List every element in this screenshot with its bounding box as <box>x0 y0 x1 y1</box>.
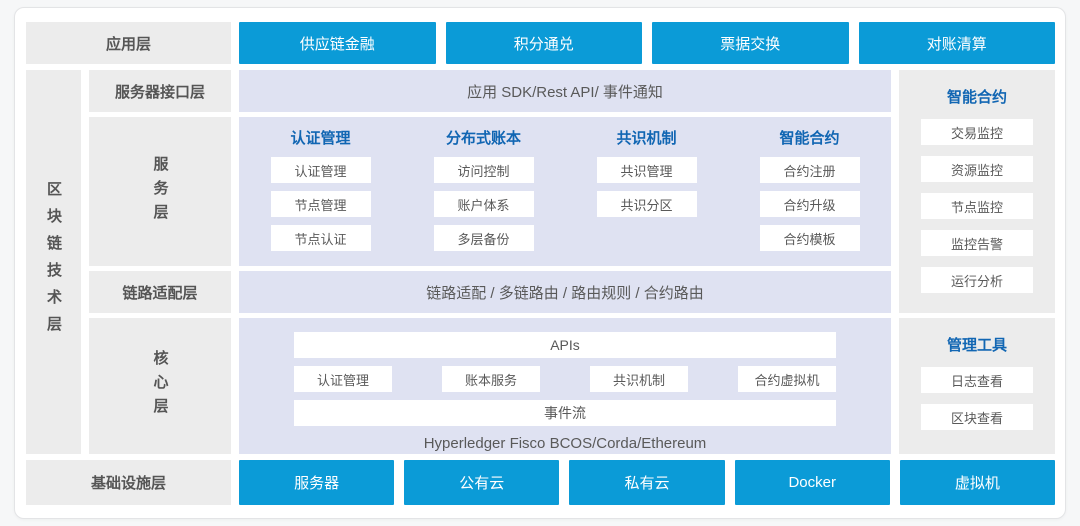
block-supply-chain-finance: 供应链金融 <box>239 22 436 64</box>
block-virtual-machine: 虚拟机 <box>899 460 1056 505</box>
service-column-header: 共识机制 <box>616 130 677 147</box>
infrastructure-layer-label: 基础设施层 <box>26 460 231 505</box>
blockchain-tech-layer-label: 区块链技术层 <box>45 181 62 343</box>
management-item: 日志查看 <box>921 367 1033 393</box>
core-module: 认证管理 <box>294 366 392 392</box>
management-panel-header: 管理工具 <box>946 337 1007 354</box>
apis-bar: APIs <box>294 332 836 358</box>
block-reconciliation-clearing: 对账清算 <box>858 22 1055 64</box>
main-content-column: 应用 SDK/Rest API/ 事件通知 认证管理 认证管理 节点管理 节点认… <box>239 70 891 454</box>
monitor-item: 监控告警 <box>921 230 1033 256</box>
core-modules-row: 认证管理 账本服务 共识机制 合约虚拟机 <box>294 366 836 392</box>
service-item: 共识管理 <box>596 157 697 183</box>
service-column-authentication: 认证管理 认证管理 节点管理 节点认证 <box>239 117 402 266</box>
block-bill-exchange: 票据交换 <box>652 22 849 64</box>
smart-contract-monitor-panel: 智能合约 交易监控 资源监控 节点监控 监控告警 运行分析 <box>899 70 1055 313</box>
service-item: 共识分区 <box>596 191 697 217</box>
app-layer-label: 应用层 <box>26 22 231 64</box>
service-item: 节点管理 <box>270 191 371 217</box>
management-tools-panel: 管理工具 日志查看 区块查看 <box>899 318 1055 454</box>
architecture-diagram: 应用层 供应链金融 积分通兑 票据交换 对账清算 区块链技术层 服务器接口层 服… <box>14 7 1066 519</box>
core-layer-label: 核心层 <box>89 318 231 454</box>
core-module: 账本服务 <box>442 366 540 392</box>
monitor-item: 交易监控 <box>921 119 1033 145</box>
sdk-api-bar: 应用 SDK/Rest API/ 事件通知 <box>239 70 891 112</box>
service-item: 访问控制 <box>433 157 534 183</box>
management-item: 区块查看 <box>921 404 1033 430</box>
core-layer-label-text: 核心层 <box>151 350 169 422</box>
service-column-header: 认证管理 <box>290 130 351 147</box>
block-docker: Docker <box>734 460 890 505</box>
event-stream-bar: 事件流 <box>294 400 836 426</box>
core-module: 共识机制 <box>590 366 688 392</box>
service-layer-label-text: 服务层 <box>151 155 169 228</box>
service-column-header: 智能合约 <box>779 130 840 147</box>
block-points-exchange: 积分通兑 <box>445 22 642 64</box>
link-adapter-bar: 链路适配 / 多链路由 / 路由规则 / 合约路由 <box>239 271 891 313</box>
sublayer-labels-column: 服务器接口层 服务层 链路适配层 核心层 <box>89 70 231 454</box>
service-item: 账户体系 <box>433 191 534 217</box>
monitor-item: 运行分析 <box>921 267 1033 293</box>
platforms-text: Hyperledger Fisco BCOS/Corda/Ethereum <box>423 435 707 452</box>
service-layer-panel: 认证管理 认证管理 节点管理 节点认证 分布式账本 访问控制 账户体系 多层备份… <box>239 117 891 266</box>
service-layer-label: 服务层 <box>89 117 231 266</box>
blockchain-tech-layer-rail: 区块链技术层 <box>26 70 81 454</box>
monitor-item: 节点监控 <box>921 193 1033 219</box>
core-layer-panel: APIs 认证管理 账本服务 共识机制 合约虚拟机 事件流 Hyperledge… <box>239 318 891 454</box>
diagram-grid: 应用层 供应链金融 积分通兑 票据交换 对账清算 区块链技术层 服务器接口层 服… <box>26 22 1056 505</box>
service-column-header: 分布式账本 <box>445 130 521 147</box>
service-item: 合约注册 <box>759 157 860 183</box>
adapter-layer-label: 链路适配层 <box>89 271 231 313</box>
block-server: 服务器 <box>239 460 395 505</box>
service-column-consensus: 共识机制 共识管理 共识分区 <box>565 117 728 266</box>
app-layer-buttons: 供应链金融 积分通兑 票据交换 对账清算 <box>239 22 1055 64</box>
block-public-cloud: 公有云 <box>404 460 560 505</box>
service-item: 合约模板 <box>759 225 860 251</box>
service-item: 合约升级 <box>759 191 860 217</box>
service-column-distributed-ledger: 分布式账本 访问控制 账户体系 多层备份 <box>402 117 565 266</box>
service-item: 认证管理 <box>270 157 371 183</box>
core-module: 合约虚拟机 <box>738 366 836 392</box>
service-column-smart-contract: 智能合约 合约注册 合约升级 合约模板 <box>728 117 891 266</box>
monitor-panel-header: 智能合约 <box>946 89 1007 106</box>
monitor-item: 资源监控 <box>921 156 1033 182</box>
infrastructure-buttons: 服务器 公有云 私有云 Docker 虚拟机 <box>239 460 1056 505</box>
interface-layer-label: 服务器接口层 <box>89 70 231 112</box>
service-item: 节点认证 <box>270 225 371 251</box>
block-private-cloud: 私有云 <box>569 460 725 505</box>
service-item: 多层备份 <box>433 225 534 251</box>
right-panels-column: 智能合约 交易监控 资源监控 节点监控 监控告警 运行分析 管理工具 日志查看 … <box>899 70 1055 454</box>
